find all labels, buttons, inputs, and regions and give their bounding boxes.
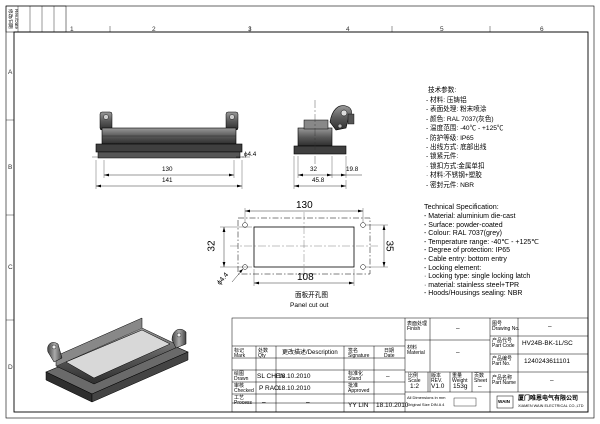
tb-part-code-value: HV24B-BK-1L/SC <box>522 340 573 347</box>
tb-process-date: – <box>306 399 310 406</box>
tb-version-value: V1.0 <box>431 383 445 390</box>
tb-part-name-value: – <box>550 377 554 384</box>
cutout-caption-en: Panel cut out <box>290 302 329 309</box>
spec-line: · Locking type: single locking latch <box>424 273 531 281</box>
company-name-zh: 厦门唯恩电气有限公司 <box>518 396 579 402</box>
dim-side-32: 32 <box>310 166 318 173</box>
front-view <box>92 111 250 189</box>
dim-cutout-35: 35 <box>383 240 395 252</box>
dim-side-45-8: 45.8 <box>312 177 325 184</box>
company-name-en: XIAMEN WAIN ELECTRICAL CO.,LTD <box>518 404 584 408</box>
spec-line: - 出线方式: 底部出线 <box>426 144 487 151</box>
zone-label-top-4: 4 <box>346 26 350 33</box>
tb-approved-by: YY LIN <box>348 402 369 409</box>
tb-process-by: – <box>262 399 266 406</box>
tb-approved-date: 18.10.2010 <box>376 402 409 409</box>
dim-cutout-32: 32 <box>206 240 218 252</box>
revision-block-label-zh: 修改/日期 <box>8 9 13 29</box>
tb-checked-date: 18.10.2010 <box>278 385 311 392</box>
spec-line: - Surface: powder-coated <box>424 221 503 229</box>
side-view <box>293 100 362 189</box>
dim-thread: ϕ4.4 <box>244 151 257 158</box>
spec-line: - Cable entry: bottom entry <box>424 256 507 263</box>
tb-drawing-no-value: – <box>548 323 552 330</box>
zone-label-top-2: 2 <box>152 26 156 33</box>
zone-label-left-a: A <box>8 69 13 76</box>
tb-checked-by: P RAO <box>259 385 280 392</box>
tb-note-size: Original Size DIN A 4 <box>407 402 445 407</box>
spec-en-title: Technical Specification: <box>424 202 499 211</box>
company-logo: WAIN <box>498 399 510 404</box>
dim-141: 141 <box>162 177 173 184</box>
spec-line: - Temperature range: -40℃ - +125℃ <box>424 238 540 246</box>
tb-note-dimensions: All Dimensions in mm <box>407 395 446 400</box>
spec-line: - Colour: RAL 7037(grey) <box>424 230 502 238</box>
tb-finish-value: – <box>456 325 460 332</box>
tb-standard-value: – <box>386 373 390 380</box>
zone-label-top-3: 3 <box>248 26 252 33</box>
zone-label-top-1: 1 <box>70 26 74 33</box>
isometric-view <box>45 317 189 403</box>
zone-label-left-b: B <box>8 164 13 171</box>
tb-part-no-value: 1240243611101 <box>524 358 571 365</box>
spec-line: · 锁扣方式:金属单扣 <box>426 162 485 170</box>
tb-drawn-by: SL CHEN <box>257 373 285 380</box>
spec-line: - 防护等级: IP65 <box>426 134 474 142</box>
spec-line: - Degree of protection: IP65 <box>424 247 510 255</box>
spec-line: - Locking element: <box>424 264 482 272</box>
panel-cutout-view <box>220 208 388 286</box>
zone-label-top-5: 5 <box>440 26 444 33</box>
tb-description-header: 更改描述/Description <box>282 350 338 356</box>
title-block <box>231 317 589 413</box>
tb-weight-value: 153g <box>453 383 468 390</box>
dim-side-19-8: 19.8 <box>346 166 359 173</box>
cutout-caption-zh: 面板开孔图 <box>295 292 328 299</box>
spec-line: · 材料:不锈钢+塑胶 <box>426 172 482 180</box>
dim-cutout-130: 130 <box>296 200 313 211</box>
spec-line: - 温度范围: -40℃ - +125℃ <box>426 125 504 133</box>
spec-line: - 颜色: RAL 7037(灰色) <box>426 115 494 123</box>
revision-block-label-en: Rev./Date <box>14 9 19 30</box>
dim-130: 130 <box>162 166 173 173</box>
dim-cutout-108: 108 <box>297 272 314 283</box>
spec-line: - 材料: 压铸铝 <box>426 97 467 104</box>
spec-zh-title: 技术参数: <box>428 87 457 94</box>
zone-label-left-d: D <box>8 364 13 371</box>
tb-drawn-date: 18.10.2010 <box>278 373 311 380</box>
spec-line: - 锁紧元件: <box>426 153 459 161</box>
spec-line: - 表面处理: 粉末喷涂 <box>426 106 487 114</box>
tb-sheet-value: – <box>478 383 482 390</box>
spec-line: - Hoods/Housings sealing: NBR <box>424 290 523 298</box>
spec-line: - 密封元件: NBR <box>426 181 474 189</box>
zone-label-left-c: C <box>8 264 13 271</box>
tb-material-value: – <box>456 349 460 356</box>
spec-line: · material: stainless steel+TPR <box>424 281 520 289</box>
zone-label-top-6: 6 <box>540 26 544 33</box>
tb-scale-value: 1:2 <box>410 383 420 390</box>
spec-line: - Material: aluminium die-cast <box>424 213 516 220</box>
